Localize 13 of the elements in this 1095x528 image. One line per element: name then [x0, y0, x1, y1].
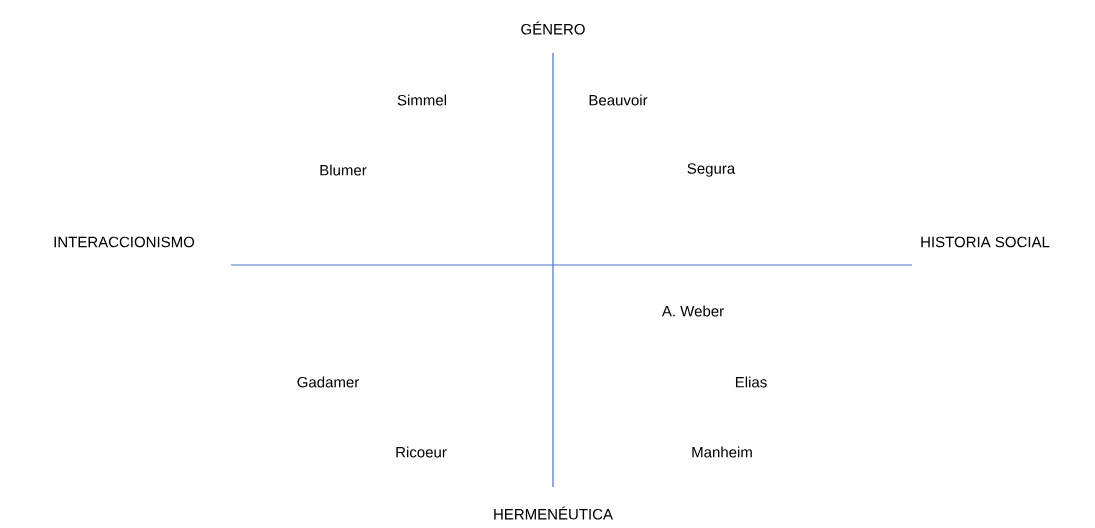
author-name: Elias [735, 376, 767, 388]
axis-label: INTERACCIONISMO [54, 236, 195, 248]
author-name: Segura [687, 163, 736, 177]
author-name: Gadamer [297, 376, 359, 388]
author-name: Ricoeur [396, 446, 447, 458]
axis-label: GÉNERO [521, 21, 585, 35]
axis-label: HISTORIA SOCIAL [921, 236, 1050, 248]
author-name: A. Weber [661, 305, 724, 317]
author-name: Simmel [397, 94, 446, 106]
author-name: Blumer [320, 164, 367, 176]
author-name: Beauvoir [589, 94, 648, 106]
axis-label: HERMENÉUTICA [494, 506, 613, 520]
author-name: Manheim [692, 446, 752, 458]
